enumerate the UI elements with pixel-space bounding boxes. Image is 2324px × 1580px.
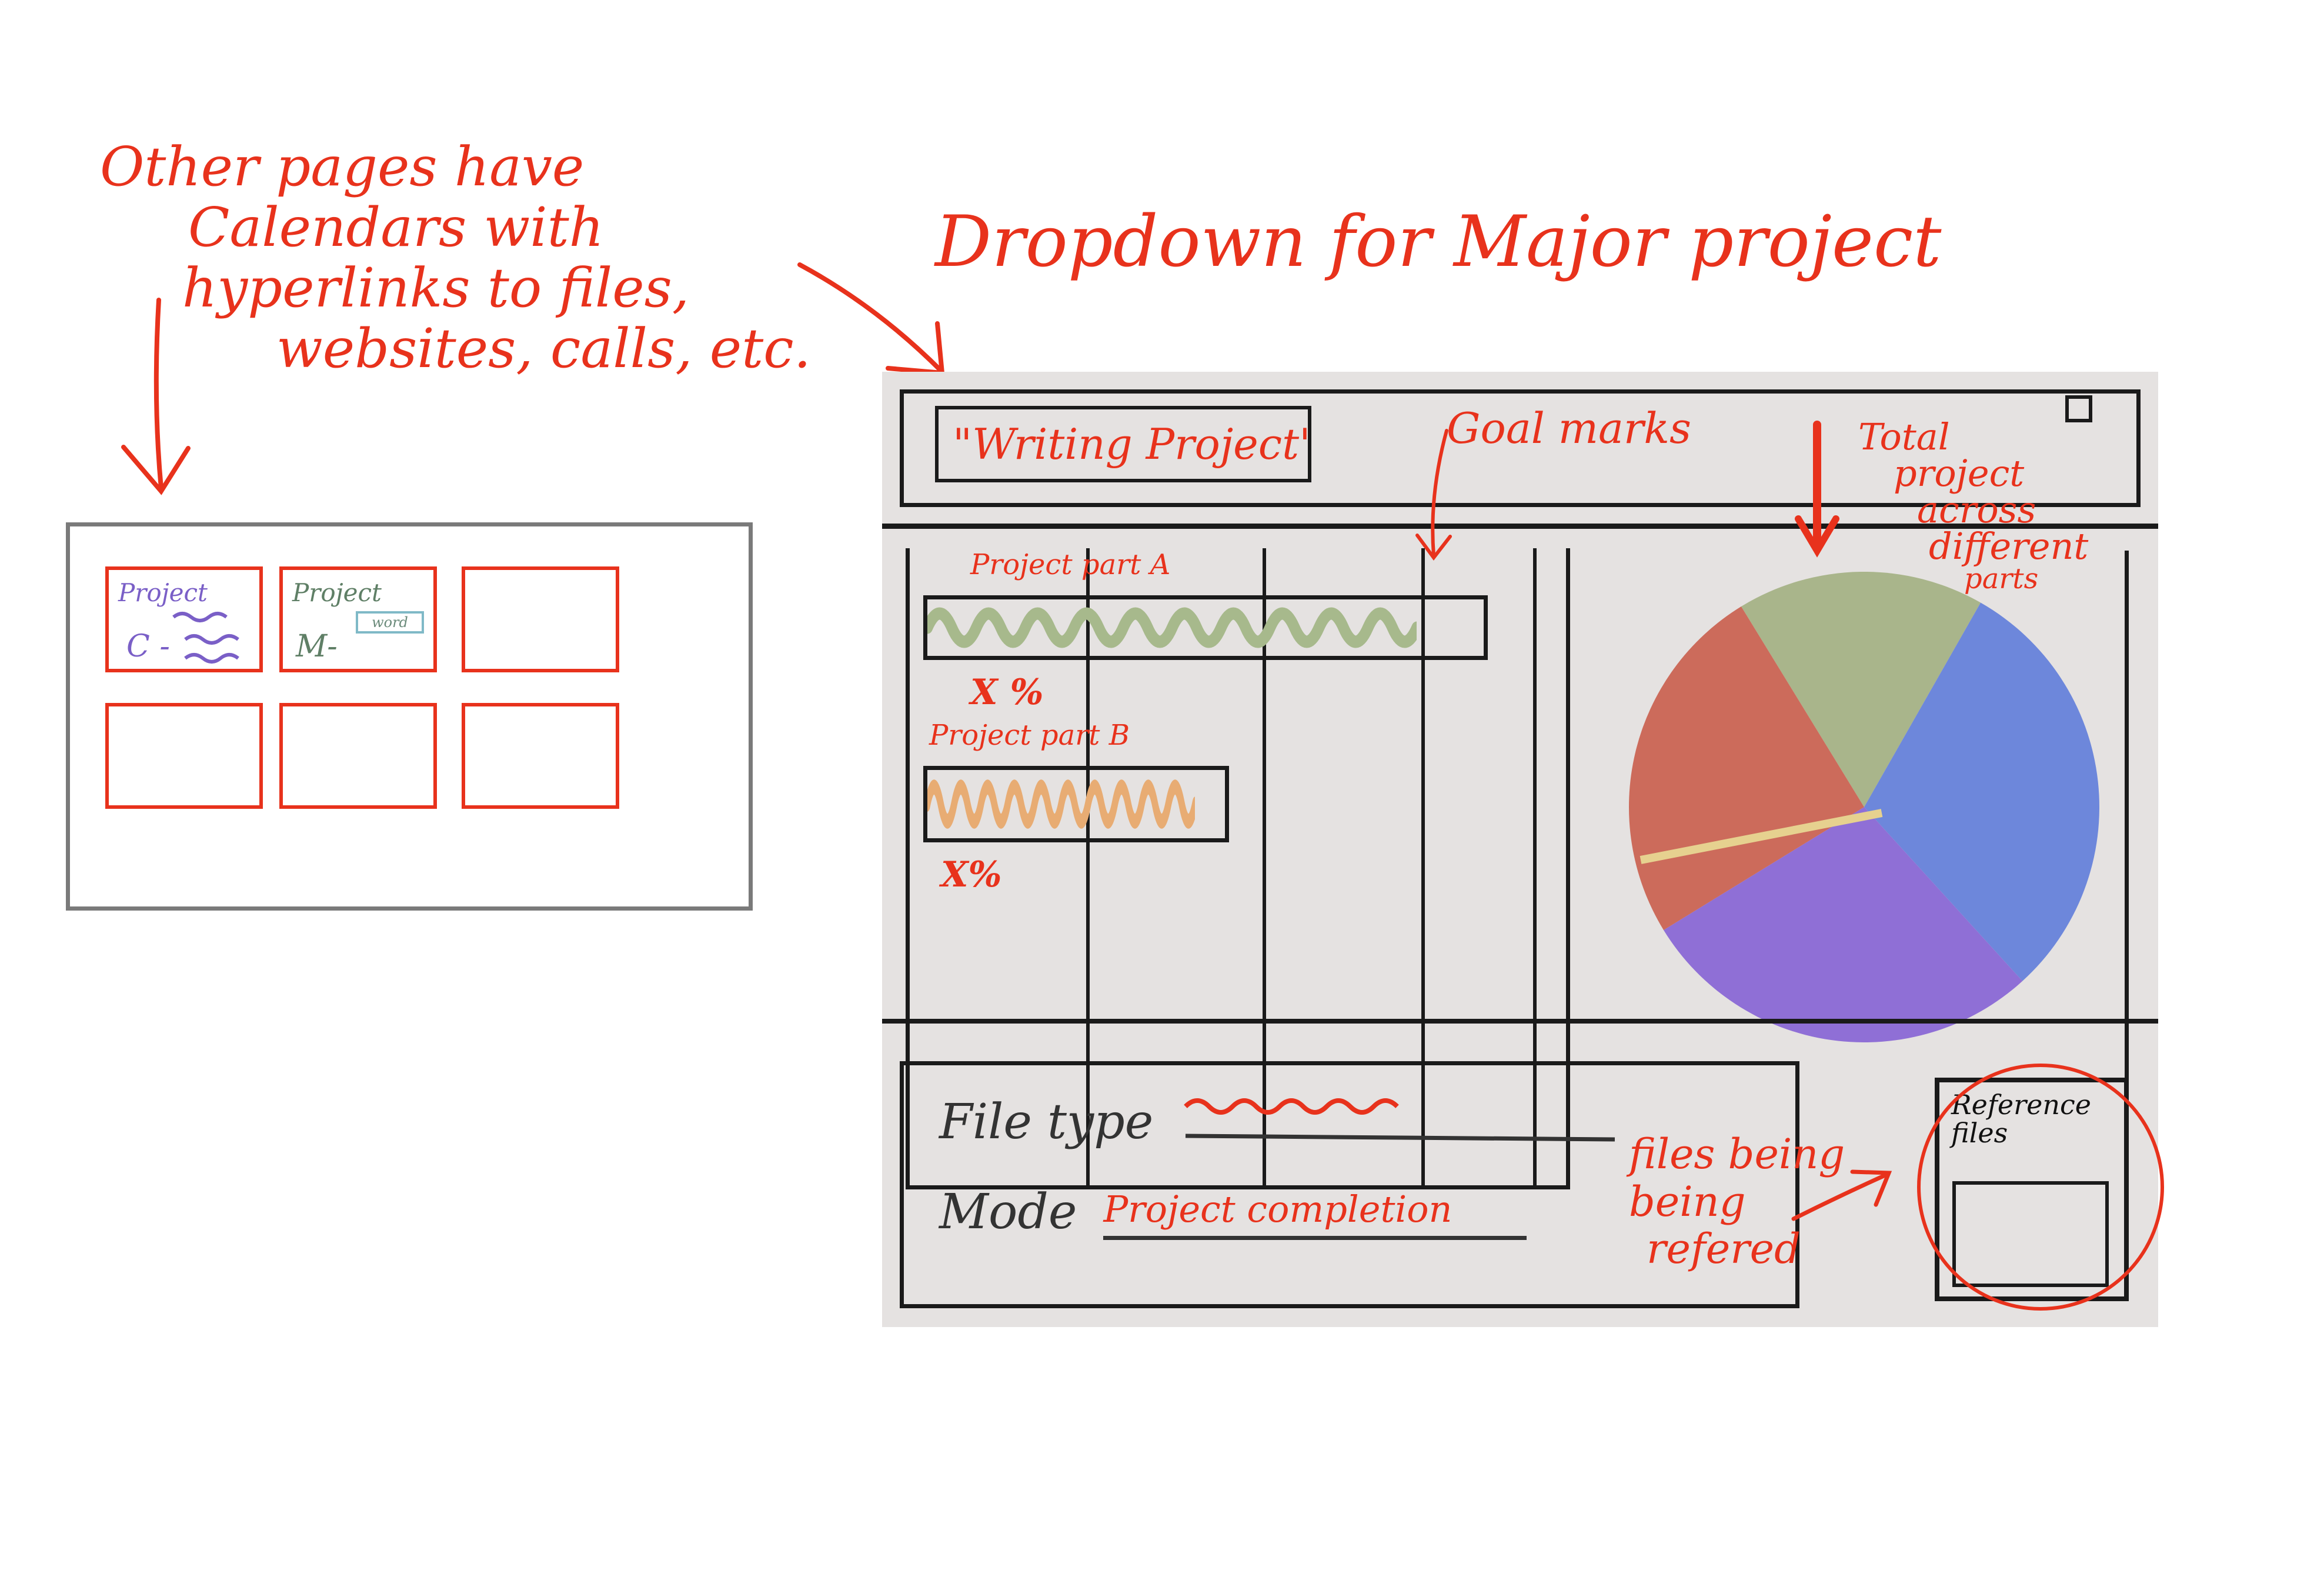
part-a-percent: X % bbox=[970, 672, 1044, 713]
pie-frame bbox=[1747, 551, 2129, 1186]
total-project-note-line: Total bbox=[1858, 415, 1950, 458]
total-project-note: Total project across different parts bbox=[1858, 415, 2089, 595]
squiggle-icon bbox=[172, 612, 239, 664]
project-card-letter: M- bbox=[296, 629, 338, 664]
part-b-percent: X% bbox=[941, 854, 1002, 895]
goal-mark bbox=[1263, 548, 1266, 1189]
progress-squiggle bbox=[924, 779, 1198, 829]
arrow-down-icon bbox=[1415, 429, 1452, 561]
part-b-progress-bar[interactable] bbox=[923, 766, 1229, 842]
goal-mark bbox=[1421, 548, 1425, 1189]
header-bar bbox=[900, 389, 2141, 507]
other-pages-note-line: Other pages have bbox=[100, 135, 585, 198]
files-note: files being being refered bbox=[1629, 1131, 1845, 1273]
pie-slice-blue bbox=[1864, 602, 2099, 981]
arrow-down-icon bbox=[1795, 421, 1839, 558]
arrow-down-icon bbox=[121, 298, 191, 495]
project-card-empty[interactable] bbox=[462, 566, 619, 672]
pie-divider bbox=[1640, 809, 1883, 864]
part-a-label: Project part A bbox=[970, 548, 1171, 581]
arrow-icon bbox=[797, 262, 945, 376]
mode-row: Mode Project completion bbox=[939, 1183, 1527, 1240]
progress-squiggle bbox=[921, 607, 1423, 648]
divider bbox=[882, 524, 2158, 529]
part-a-progress-fill bbox=[921, 599, 1423, 656]
files-note-line: refered bbox=[1647, 1225, 1801, 1273]
dropdown-note: Dropdown for Major project bbox=[935, 201, 1942, 283]
project-card-empty[interactable] bbox=[279, 703, 437, 809]
hyperlink-chip[interactable]: word bbox=[356, 611, 424, 634]
files-note-line: files being bbox=[1629, 1130, 1845, 1178]
mode-field[interactable]: Project completion bbox=[1103, 1183, 1527, 1240]
app-window: "Writing Project" Goal marks Total proje… bbox=[882, 372, 2164, 1327]
total-project-note-line: across bbox=[1917, 488, 2036, 531]
goal-marks-note: Goal marks bbox=[1447, 404, 1691, 453]
file-type-label: File type bbox=[939, 1094, 1154, 1150]
total-project-note-line: parts bbox=[1964, 562, 2039, 595]
maximize-icon[interactable] bbox=[2065, 395, 2092, 422]
other-pages-preview: Project C - Project M- word bbox=[66, 522, 753, 911]
files-note-line: being bbox=[1629, 1177, 1746, 1226]
part-a-progress-bar[interactable] bbox=[921, 595, 1488, 660]
divider bbox=[882, 1019, 2158, 1024]
highlight-circle bbox=[1917, 1064, 2164, 1311]
project-card-title: Project bbox=[118, 578, 208, 607]
progress-grid bbox=[906, 548, 1570, 1189]
part-b-label: Project part B bbox=[929, 719, 1130, 752]
project-card[interactable]: Project C - bbox=[105, 566, 263, 672]
other-pages-note: Other pages have Calendars with hyperlin… bbox=[100, 136, 811, 379]
file-type-field[interactable] bbox=[1180, 1083, 1627, 1150]
progress-panel: Project part A X % Project part B X% bbox=[906, 548, 2135, 1401]
pie-chart bbox=[1629, 572, 2099, 1042]
project-card-empty[interactable] bbox=[105, 703, 263, 809]
other-pages-note-line: Calendars with bbox=[188, 196, 604, 259]
pie-slice-green bbox=[1741, 572, 1981, 807]
goal-mark bbox=[1533, 548, 1537, 1189]
squiggle-icon bbox=[1184, 1098, 1615, 1142]
mode-label: Mode bbox=[939, 1184, 1077, 1240]
pie-slice-purple bbox=[1663, 807, 2023, 1042]
other-pages-note-line: websites, calls, etc. bbox=[276, 317, 811, 381]
total-project-note-line: different bbox=[1929, 525, 2089, 568]
project-dropdown[interactable]: "Writing Project" bbox=[935, 406, 1311, 482]
settings-panel: File type Mode Project completion bbox=[900, 1061, 1799, 1308]
other-pages-note-line: hyperlinks to files, bbox=[182, 256, 690, 320]
arrow-right-icon bbox=[1791, 1169, 1892, 1221]
part-b-progress-fill bbox=[924, 770, 1198, 838]
project-card[interactable]: Project M- word bbox=[279, 566, 437, 672]
goal-mark bbox=[1086, 548, 1090, 1189]
project-card-empty[interactable] bbox=[462, 703, 619, 809]
project-card-letter: C - bbox=[126, 629, 170, 664]
total-project-note-line: project bbox=[1894, 452, 2025, 495]
project-card-title: Project bbox=[292, 578, 382, 607]
file-type-row: File type bbox=[939, 1083, 1627, 1150]
total-project-pie bbox=[1594, 548, 2135, 1189]
